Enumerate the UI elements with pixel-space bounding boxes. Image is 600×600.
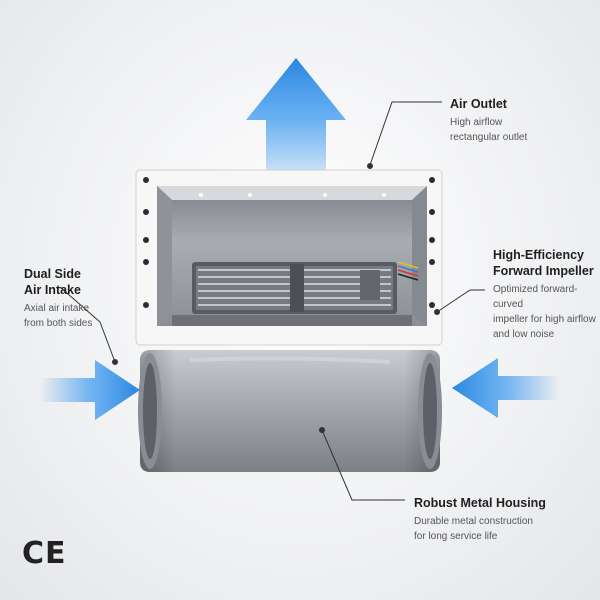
metal-housing <box>138 350 442 472</box>
impeller <box>192 261 419 314</box>
callout-air-intake: Dual Side Air Intake Axial air intake fr… <box>24 266 119 331</box>
callout-title: High-Efficiency Forward Impeller <box>493 248 594 278</box>
callout-metal-housing: Robust Metal Housing Durable metal const… <box>414 495 594 544</box>
callout-title: Robust Metal Housing <box>414 496 546 510</box>
callout-air-outlet: Air Outlet High airflow rectangular outl… <box>450 96 590 145</box>
ce-mark-icon: CE <box>22 536 67 571</box>
callout-desc: Durable metal construction for long serv… <box>414 516 533 542</box>
callout-desc: High airflow rectangular outlet <box>450 117 528 143</box>
arrow-left-icon <box>452 358 560 418</box>
arrow-right-icon <box>40 360 140 420</box>
callout-desc: Optimized forward-curved impeller for hi… <box>493 284 596 340</box>
arrow-up-icon <box>246 58 346 195</box>
callout-impeller: High-Efficiency Forward Impeller Optimiz… <box>493 247 598 342</box>
callout-title: Air Outlet <box>450 97 507 111</box>
leader-lines <box>59 101 485 501</box>
callout-title: Dual Side Air Intake <box>24 267 81 297</box>
callout-desc: Axial air intake from both sides <box>24 303 93 329</box>
outlet-flange <box>135 169 443 346</box>
